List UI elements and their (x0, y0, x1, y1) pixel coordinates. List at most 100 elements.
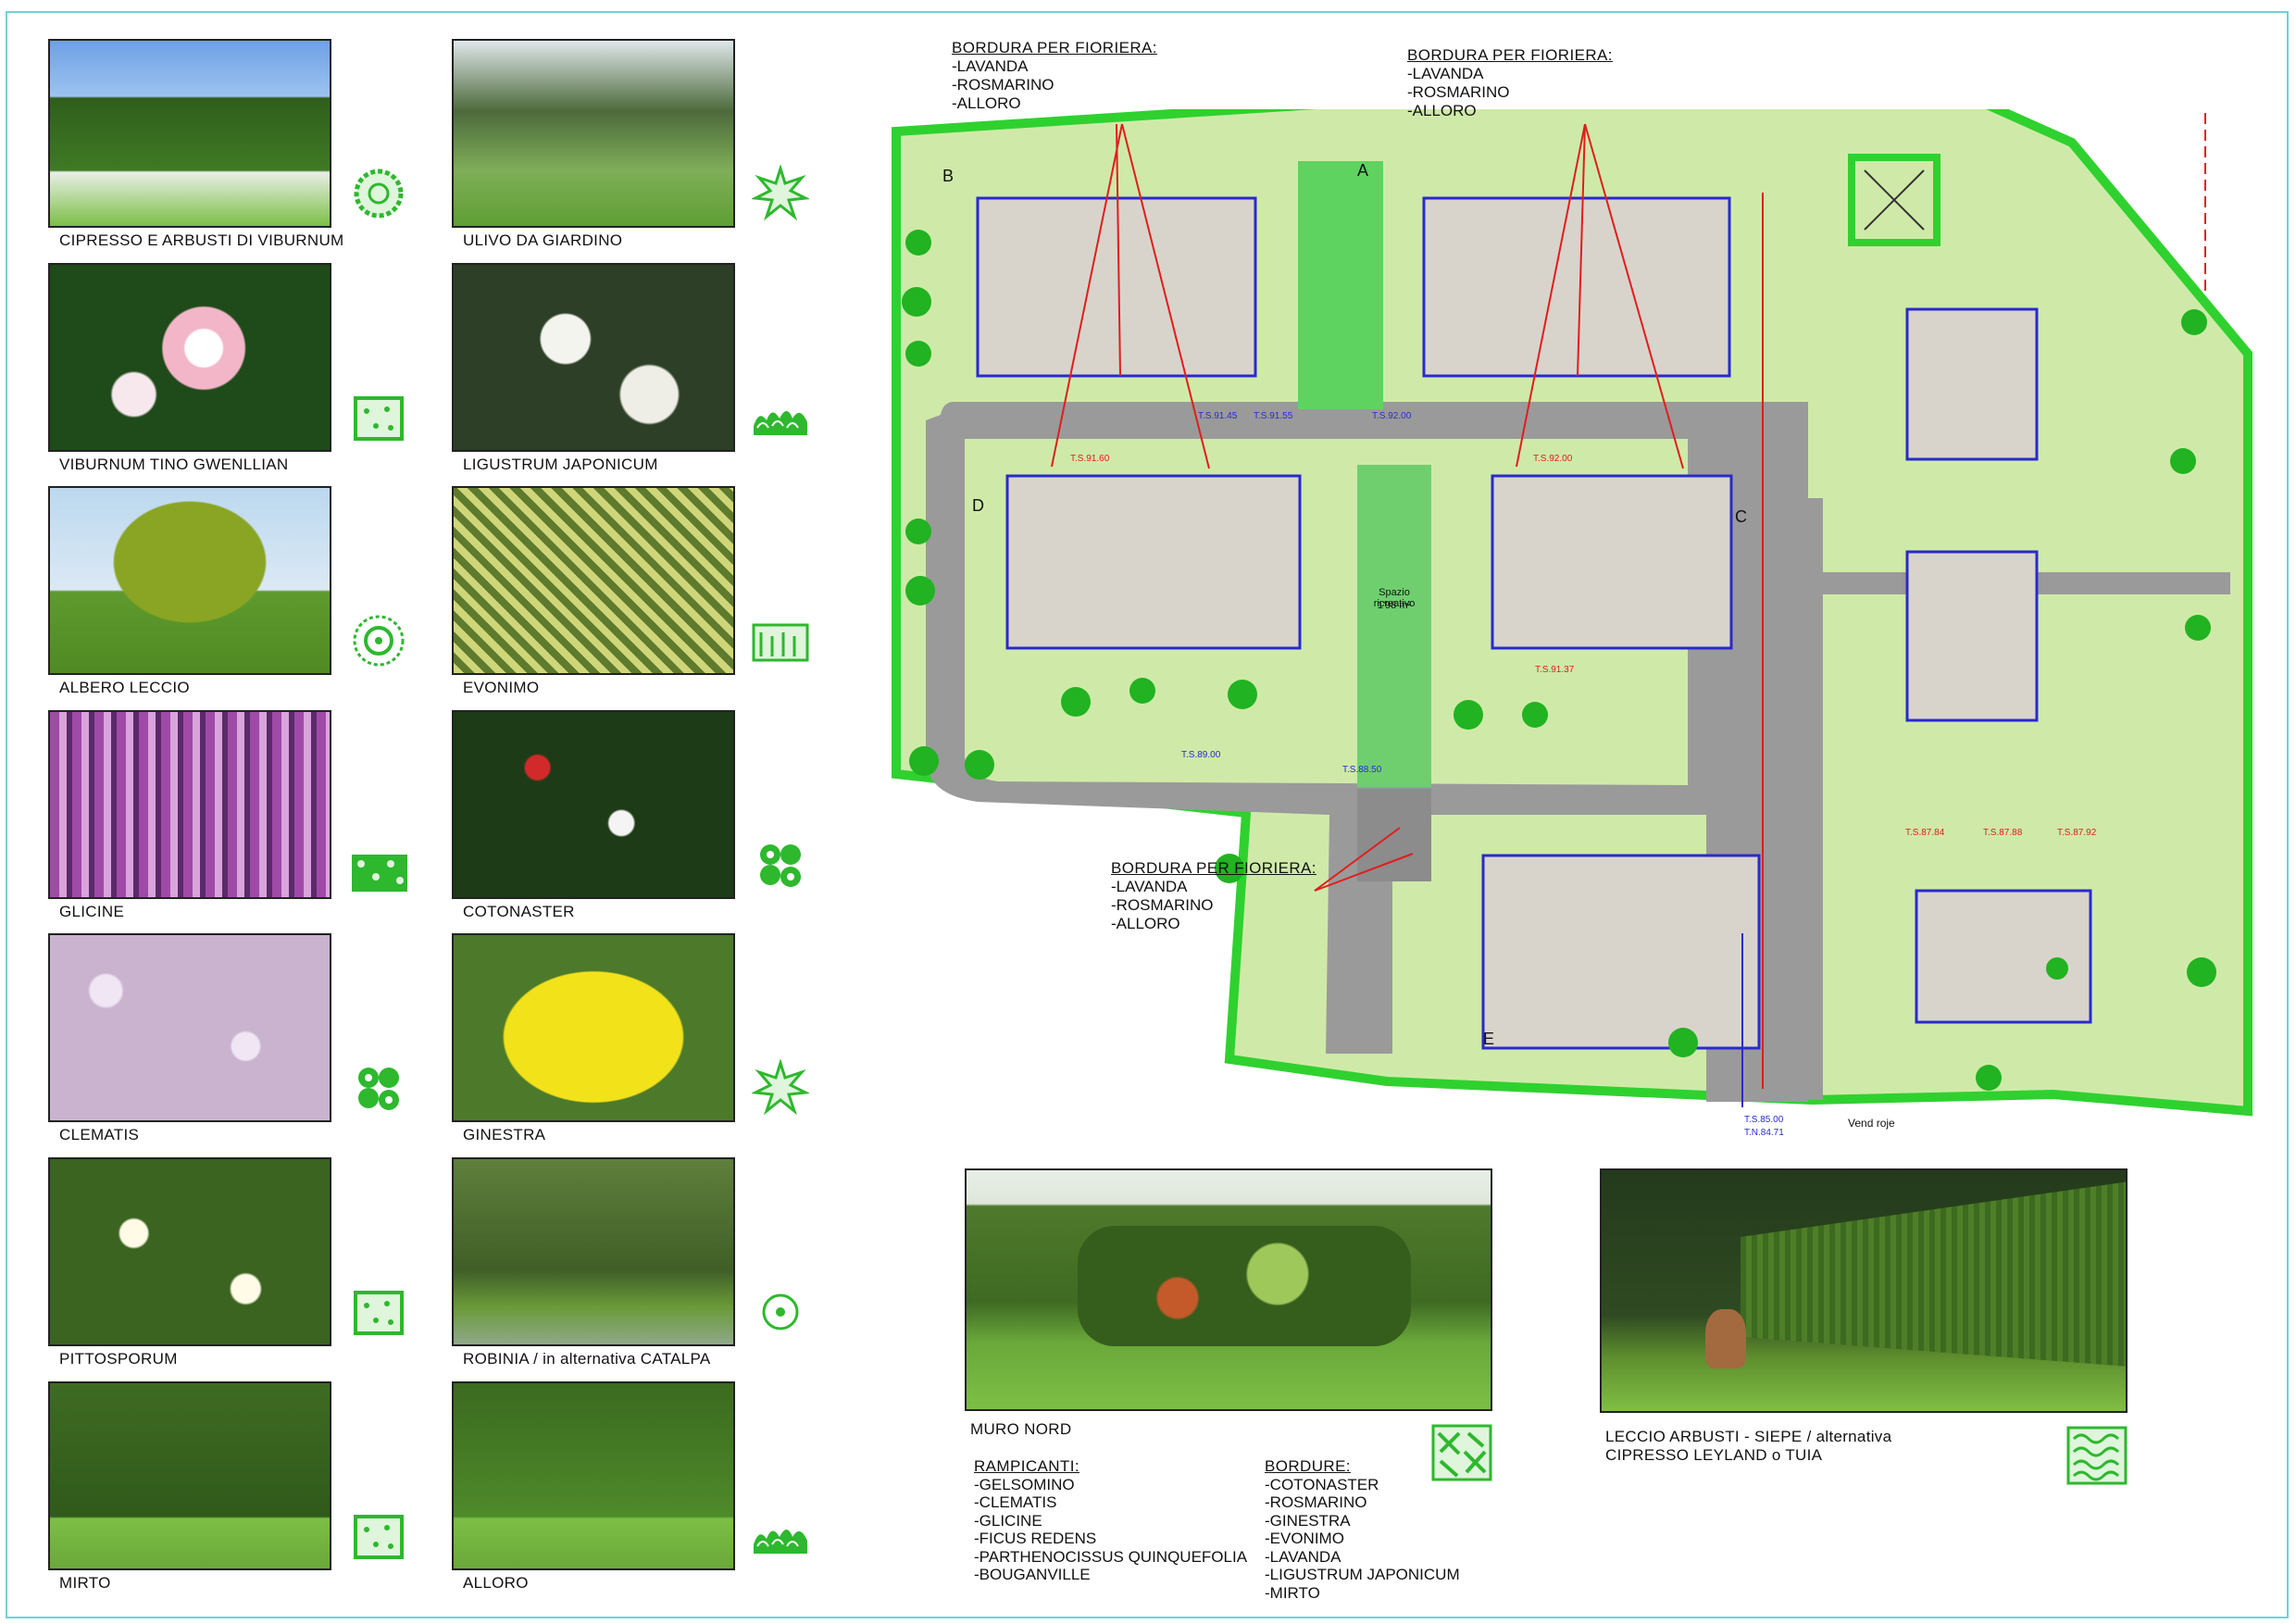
bordura-label-3: BORDURA PER FIORIERA: -LAVANDA -ROSMARIN… (1111, 859, 1316, 933)
plant-caption: ULIVO DA GIARDINO (463, 231, 623, 249)
plant-caption: EVONIMO (463, 679, 540, 697)
plant-card: VIBURNUM TINO GWENLLIAN (48, 262, 418, 485)
sheet-border (6, 11, 2289, 1618)
plant-photo (452, 39, 735, 228)
plant-card: COTONASTER (452, 709, 822, 932)
siepe-caption-line2: CIPRESSO LEYLAND o TUIA (1605, 1446, 1823, 1464)
spot-level-10: T.S.87.88 (1983, 828, 2023, 838)
list-item: -CLEMATIS (974, 1493, 1057, 1511)
square-hedge-icon (354, 1291, 404, 1335)
level-top: T.S.85.00 (1744, 1115, 1784, 1125)
list-item: -FICUS REDENS (974, 1530, 1097, 1547)
spiky-tree-icon (752, 1059, 809, 1116)
plant-photo-fill (454, 264, 733, 450)
plant-card: CLEMATIS (48, 933, 418, 1156)
plant-photo-fill (454, 488, 733, 674)
plant-photo (452, 486, 735, 676)
square-hedge-icon (354, 395, 404, 441)
plant-photo (48, 1380, 331, 1570)
bordura-label-2: BORDURA PER FIORIERA: -LAVANDA -ROSMARIN… (1407, 46, 1613, 120)
plant-card: GINESTRA (452, 933, 822, 1156)
bordura-item: -ROSMARINO (1111, 896, 1214, 914)
plant-photo-fill (50, 935, 330, 1121)
list-item: -PARTHENOCISSUS QUINQUEFOLIA (974, 1547, 1248, 1566)
rampicanti-list: RAMPICANTI: -GELSOMINO-CLEMATIS-GLICINE-… (974, 1457, 1247, 1584)
spot-level-5: T.S.92.00 (1533, 454, 1573, 464)
site-plan-drawing (892, 42, 2252, 1117)
spot-level-1: T.S.91.45 (1198, 411, 1238, 421)
spot-level-2: T.S.91.55 (1254, 411, 1293, 421)
bush-strip-icon (754, 1529, 807, 1554)
shrub-cluster-icon (760, 843, 801, 887)
plant-photo-fill (454, 935, 733, 1121)
plant-caption: LIGUSTRUM JAPONICUM (463, 455, 658, 473)
bordura-title: BORDURA PER FIORIERA: (1407, 46, 1613, 64)
plant-card: ALLORO (452, 1380, 822, 1604)
square-hedge-icon (354, 1514, 404, 1559)
plant-caption: PITTOSPORUM (59, 1350, 178, 1368)
roje-label: Vend roje (1848, 1117, 1895, 1130)
plant-photo (452, 1157, 735, 1346)
plant-photo-fill (454, 1382, 733, 1568)
bordura-item: -LAVANDA (1407, 65, 1484, 82)
spot-level-6: T.S.91.37 (1535, 665, 1575, 675)
green-area-size: 1'98 m² (1377, 600, 1412, 611)
plant-caption: GINESTRA (463, 1126, 546, 1144)
block-label-d: D (972, 496, 984, 515)
spiky-tree-icon (752, 165, 809, 221)
level-bottom: T.N.84.71 (1744, 1128, 1784, 1138)
list-item: -EVONIMO (1265, 1530, 1344, 1547)
plant-photo (48, 39, 331, 228)
list-item: -COTONASTER (1265, 1475, 1379, 1493)
bordura-title: BORDURA PER FIORIERA: (1111, 859, 1316, 877)
plant-caption: ALBERO LECCIO (59, 679, 190, 697)
plant-card: EVONIMO (452, 486, 822, 708)
siepe-photo (1600, 1168, 2128, 1413)
block-label-b: B (942, 167, 955, 185)
muro-nord-caption: MURO NORD (970, 1420, 1072, 1438)
muro-nord-hatch-icon (1431, 1424, 1492, 1481)
list-item: -GINESTRA (1265, 1511, 1351, 1530)
list-item: -GLICINE (974, 1511, 1042, 1530)
plant-card: ROBINIA / in alternativa CATALPA (452, 1157, 822, 1380)
bordura-item: -ALLORO (952, 94, 1021, 112)
round-canopy-icon (354, 169, 404, 219)
block-label-c: C (1735, 507, 1747, 526)
plant-photo-fill (50, 711, 330, 897)
plant-photo (452, 933, 735, 1123)
plant-photo-fill (454, 711, 733, 897)
siepe-caption-line1: LECCIO ARBUSTI - SIEPE / alternativa (1605, 1428, 1892, 1445)
rampicanti-title: RAMPICANTI: (974, 1457, 1079, 1475)
plant-photo (452, 262, 735, 452)
plant-photo (48, 1157, 331, 1346)
plant-photo-fill (454, 1159, 733, 1344)
ringed-tree-icon (353, 615, 405, 667)
bush-strip-icon (754, 410, 807, 435)
plant-photo (48, 262, 331, 452)
plant-caption: ROBINIA / in alternativa CATALPA (463, 1350, 711, 1368)
plant-card: MIRTO (48, 1380, 418, 1604)
plant-photo (48, 486, 331, 676)
list-item: -GELSOMINO (974, 1475, 1075, 1493)
bordura-item: -ALLORO (1407, 102, 1477, 119)
spot-level-3: T.S.92.00 (1372, 411, 1412, 421)
plant-caption: VIBURNUM TINO GWENLLIAN (59, 455, 289, 473)
siepe-hatch-icon (2066, 1426, 2128, 1485)
plant-caption: CIPRESSO E ARBUSTI DI VIBURNUM (59, 231, 344, 249)
plant-caption: CLEMATIS (59, 1126, 140, 1144)
spot-level-8: T.S.88.50 (1342, 765, 1382, 775)
plant-photo-fill (50, 1382, 330, 1568)
plant-photo-fill (454, 41, 733, 226)
list-item: -ROSMARINO (1265, 1493, 1367, 1511)
plant-card: GLICINE (48, 709, 418, 932)
bordura-item: -LAVANDA (952, 57, 1029, 75)
plant-photo (48, 933, 331, 1123)
green-area-label: Spazio ricreativo (1373, 587, 1416, 609)
block-label-a: A (1357, 161, 1369, 180)
plant-photo (452, 1380, 735, 1570)
bordura-item: -ROSMARINO (952, 76, 1054, 94)
list-item: -BOUGANVILLE (974, 1566, 1091, 1583)
plant-card: CIPRESSO E ARBUSTI DI VIBURNUM (48, 39, 418, 261)
plant-photo-fill (50, 488, 330, 674)
plant-caption: MIRTO (59, 1573, 111, 1592)
